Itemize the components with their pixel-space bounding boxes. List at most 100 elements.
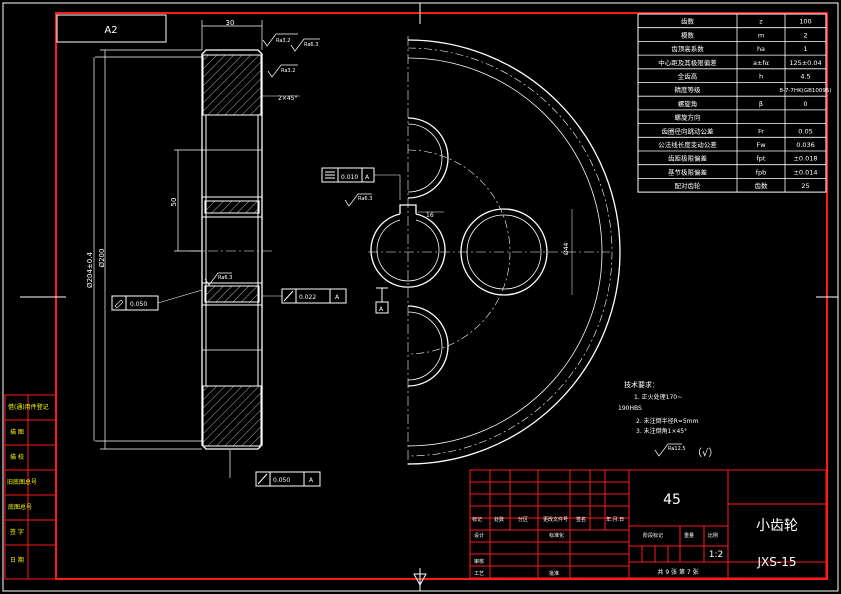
param-sym-4: h [759, 73, 763, 81]
title-designer: 设计 [474, 532, 484, 539]
rough-general: Ra12.5 [668, 446, 686, 452]
title-h-sign: 签名 [576, 516, 586, 523]
title-review: 审核 [474, 558, 484, 565]
title-h-count: 处数 [494, 516, 504, 523]
strip-label-2: 描 校 [10, 453, 24, 461]
title-scale-label: 比例 [708, 532, 718, 539]
section-dimensions [93, 20, 263, 478]
title-craft: 工艺 [474, 571, 484, 577]
notes-line-3: 3. 未注倒角1×45° [636, 427, 687, 435]
param-name-12: 配对齿轮 [675, 181, 702, 190]
param-name-2: 齿顶高系数 [671, 44, 704, 53]
title-h-zone: 分区 [518, 516, 528, 523]
param-name-0: 齿数 [681, 17, 695, 26]
dim-hub: 50 [170, 198, 178, 207]
title-drawing-no: JXS-15 [757, 555, 797, 569]
datum-a: A [375, 287, 389, 314]
dim-dia-root: Ø200 [98, 249, 106, 268]
param-val-12: 25 [801, 182, 809, 190]
tol-runout-2-value: 0.050 [273, 477, 290, 484]
param-sym-3: a±fα [753, 59, 769, 67]
rough-face: Ra3.2 [281, 68, 295, 74]
param-val-3: 125±0.04 [789, 59, 821, 67]
param-name-11: 基节极限偏差 [668, 167, 708, 176]
dim-keyway: 16 [426, 212, 434, 219]
notes-line-1b: 190HBS [618, 405, 642, 412]
param-sym-8: Fr [758, 127, 764, 135]
centering-marks [20, 3, 838, 591]
gear-section-view [190, 49, 275, 450]
param-val-11: ±0.014 [793, 168, 817, 176]
param-name-10: 齿距极限偏差 [668, 154, 708, 163]
param-name-4: 全齿高 [678, 72, 698, 81]
drawing-frame [55, 12, 828, 580]
dim-dia-tip: Ø204±0.4 [86, 252, 94, 288]
param-name-9: 公法线长度变动公差 [658, 140, 717, 149]
title-material: 45 [663, 492, 681, 508]
param-name-8: 齿圈径向跳动公差 [662, 126, 715, 135]
rough-top: Ra3.2 [276, 38, 290, 44]
param-sym-12: 齿数 [755, 181, 769, 190]
param-sym-6: β [759, 100, 763, 108]
title-sheets: 共 9 张 第 7 张 [657, 568, 698, 576]
tol-runout-1-value: 0.022 [299, 294, 316, 301]
gear-front-view [368, 36, 621, 468]
roughness-symbols [204, 33, 682, 457]
strip-label-3: 旧底图总号 [7, 478, 37, 486]
datum-a-label: A [379, 306, 384, 313]
dim-width: 30 [226, 19, 235, 27]
title-standard: 标准化 [549, 532, 564, 539]
tol-runout-1-ref: A [335, 294, 340, 301]
sheet-size-label: A2 [104, 25, 117, 36]
param-name-1: 模数 [681, 30, 695, 39]
title-block [469, 469, 827, 579]
param-name-5: 精度等级 [675, 85, 702, 94]
strip-label-6: 日 期 [10, 556, 24, 564]
param-val-5: 8-7-7HK(GB10095) [779, 88, 831, 94]
param-sym-9: Fw [756, 141, 766, 149]
notes-title: 技术要求： [624, 380, 659, 389]
tol-flatness-value: 0.050 [130, 301, 147, 308]
title-part-name: 小齿轮 [756, 518, 798, 534]
title-h-mark: 标记 [472, 516, 482, 523]
title-h-date: 年.月.日 [606, 516, 624, 523]
tolerance-runout-2: 0.050 A [255, 471, 321, 487]
tolerance-runout-1: 0.022 A [262, 288, 347, 304]
param-sym-0: z [759, 18, 763, 26]
param-val-2: 1 [803, 45, 807, 53]
rough-hub: Ra6.3 [218, 275, 232, 281]
title-h-doc: 更改文件号 [543, 516, 568, 523]
rough-paren: （√） [692, 447, 718, 459]
left-record-strip: 借(通)用件登记 描 图 描 校 旧底图总号 底图总号 签 字 日 期 [4, 394, 57, 580]
tolerance-flatness: 0.050 [111, 289, 203, 311]
tolerance-symmetry: 0.010 A [321, 167, 401, 200]
tol-runout-2-ref: A [309, 477, 314, 484]
title-weight-label: 重量 [684, 532, 694, 539]
title-stage-label: 阶段标记 [643, 532, 663, 539]
param-sym-11: fpb [756, 168, 767, 176]
title-approve: 批准 [549, 570, 559, 577]
param-name-7: 螺旋方向 [675, 113, 701, 122]
param-name-6: 螺旋角 [678, 99, 698, 108]
param-sym-2: ha [757, 45, 765, 53]
tol-symmetry-ref: A [365, 174, 370, 181]
param-val-8: 0.05 [798, 127, 812, 135]
param-sym-10: fpt [757, 155, 766, 163]
param-val-10: ±0.018 [793, 155, 817, 163]
title-scale: 1:2 [709, 550, 723, 560]
tol-symmetry-value: 0.010 [341, 174, 358, 181]
orientation-mark [413, 573, 427, 587]
rough-side: Ra6.3 [304, 42, 318, 48]
rough-keyway: Ra6.3 [358, 196, 372, 202]
param-val-4: 4.5 [800, 73, 810, 81]
param-val-0: 100 [799, 18, 811, 26]
param-val-9: 0.036 [796, 141, 815, 149]
dim-chamfer: 2×45° [278, 95, 297, 102]
strip-label-5: 签 字 [10, 528, 24, 536]
param-sym-1: m [758, 31, 764, 39]
strip-label-4: 底图总号 [8, 503, 32, 511]
param-val-6: 0 [803, 100, 807, 108]
